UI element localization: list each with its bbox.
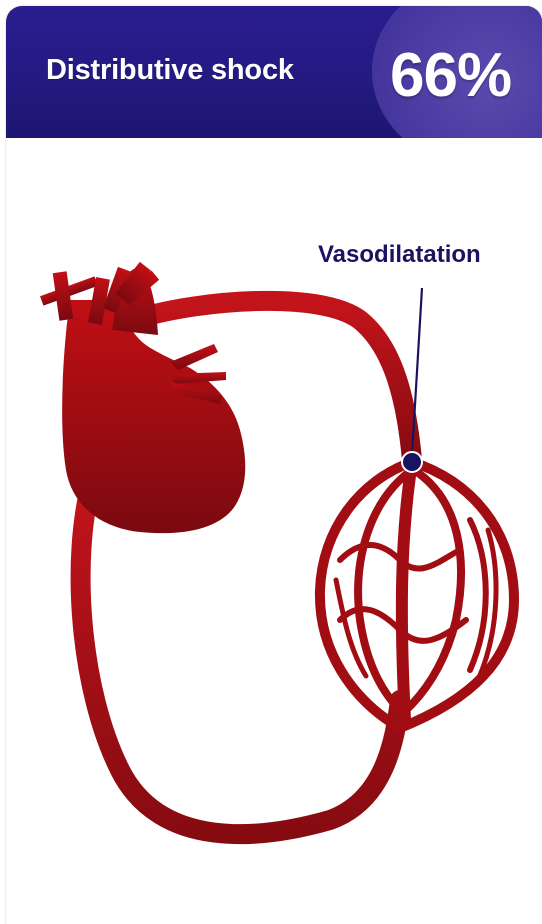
vasodilatation-label: Vasodilatation: [318, 241, 481, 269]
annotation-marker: [402, 452, 422, 472]
shock-percentage: 66%: [390, 40, 511, 111]
capillary-bed: [320, 462, 514, 728]
vena-cava-vessel: [81, 480, 400, 834]
shock-type-title: Distributive shock: [46, 54, 294, 87]
card-header: Distributive shock 66%: [6, 6, 542, 138]
shock-card: Distributive shock 66%: [6, 6, 542, 924]
